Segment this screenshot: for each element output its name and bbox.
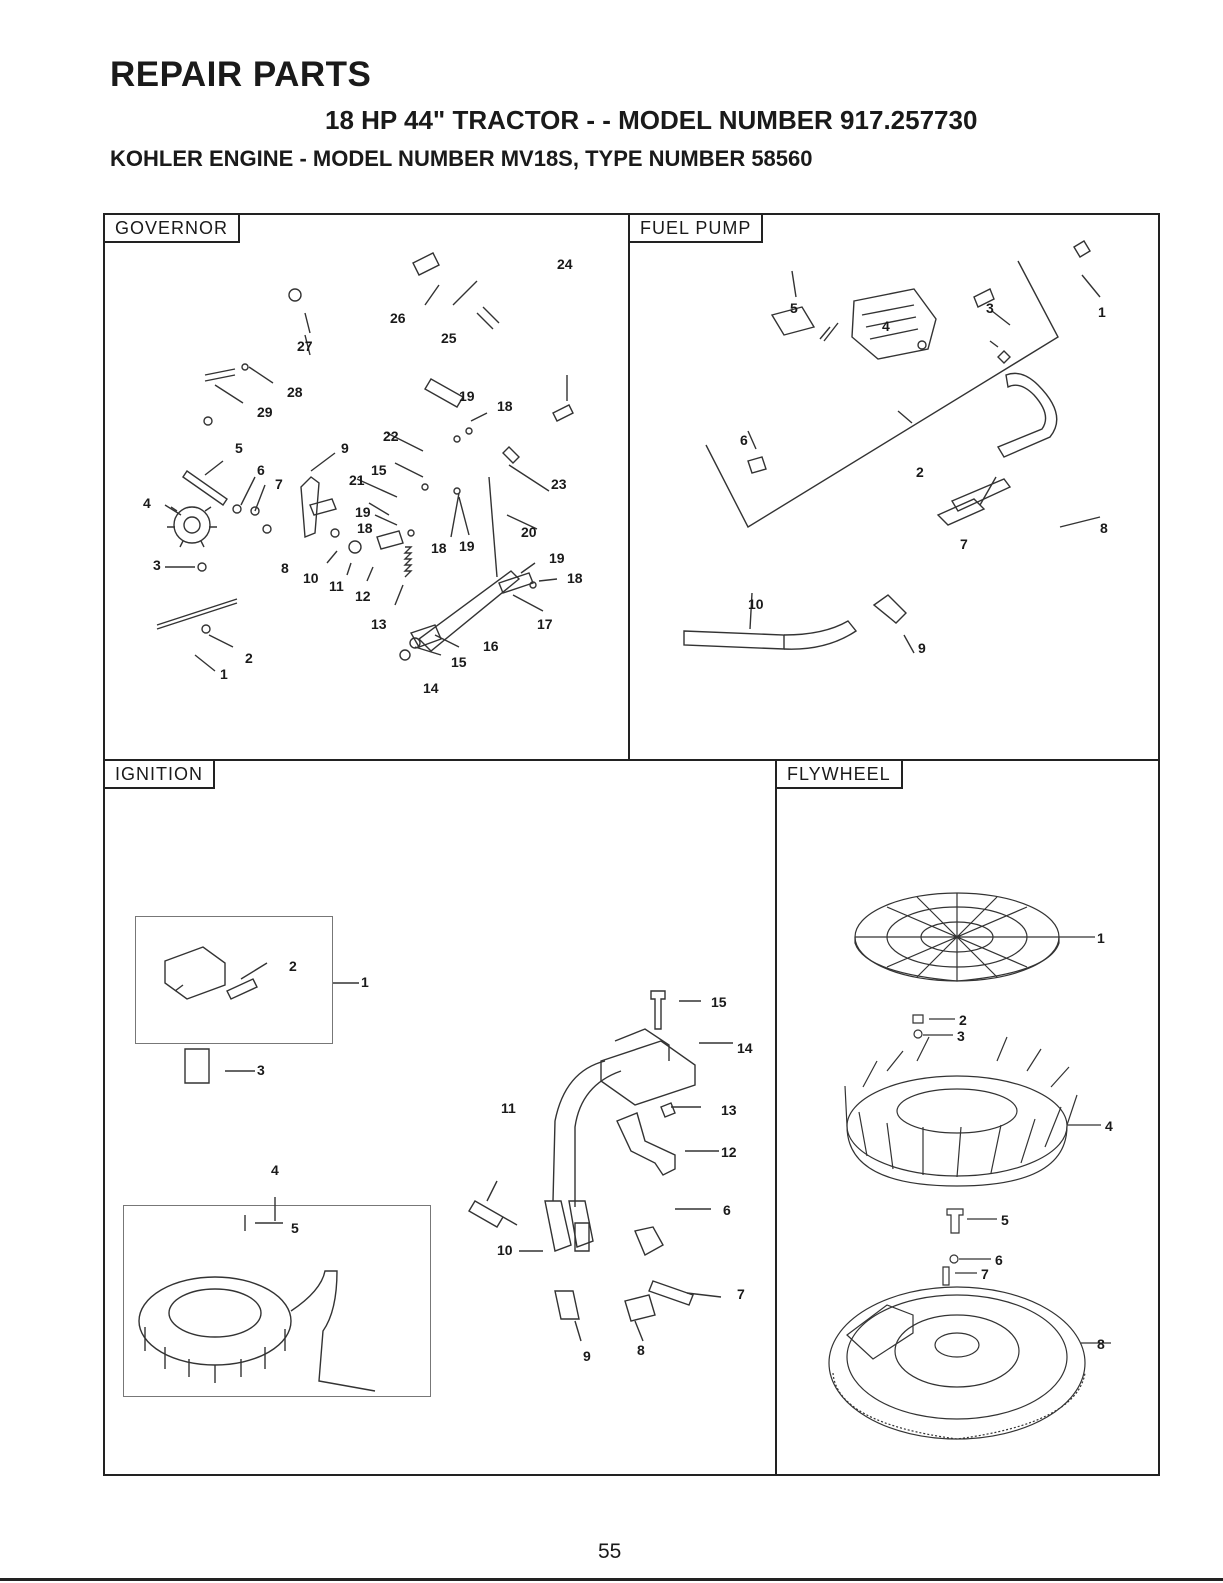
callout-8: 8 bbox=[637, 1342, 645, 1358]
callout-2: 2 bbox=[916, 464, 924, 480]
callout-4: 4 bbox=[1105, 1118, 1113, 1134]
callout-19a: 19 bbox=[459, 388, 475, 404]
callout-23: 23 bbox=[551, 476, 567, 492]
fuel-pump-diagram bbox=[683, 240, 1101, 654]
callout-4: 4 bbox=[882, 318, 890, 334]
callout-9: 9 bbox=[583, 1348, 591, 1364]
ignition-diagram bbox=[138, 946, 733, 1392]
governor-title: GOVERNOR bbox=[105, 215, 241, 243]
callout-7: 7 bbox=[960, 536, 968, 552]
governor-panel: GOVERNOR bbox=[103, 213, 630, 761]
callout-18d: 18 bbox=[567, 570, 583, 586]
callout-4: 4 bbox=[143, 495, 151, 511]
callout-12: 12 bbox=[355, 588, 371, 604]
callout-14: 14 bbox=[737, 1040, 753, 1056]
callout-5: 5 bbox=[235, 440, 243, 456]
callout-16: 16 bbox=[483, 638, 499, 654]
callout-12: 12 bbox=[721, 1144, 737, 1160]
callout-26: 26 bbox=[390, 310, 406, 326]
callout-11: 11 bbox=[501, 1100, 516, 1116]
callout-1: 1 bbox=[1097, 930, 1105, 946]
callout-19b: 19 bbox=[355, 504, 371, 520]
callout-1: 1 bbox=[220, 666, 228, 682]
callout-1: 1 bbox=[1098, 304, 1106, 320]
ignition-module-kit-box bbox=[135, 916, 333, 1044]
callout-24: 24 bbox=[557, 256, 573, 272]
flywheel-diagram bbox=[828, 892, 1111, 1440]
page-number: 55 bbox=[598, 1540, 622, 1563]
callout-13: 13 bbox=[721, 1102, 737, 1118]
flywheel-title: FLYWHEEL bbox=[777, 761, 903, 789]
callout-9: 9 bbox=[341, 440, 349, 456]
callout-7: 7 bbox=[275, 476, 283, 492]
flywheel-panel: FLYWHEEL bbox=[775, 759, 1160, 1476]
callout-15: 15 bbox=[711, 994, 727, 1010]
callout-6: 6 bbox=[995, 1252, 1003, 1268]
callout-21: 21 bbox=[349, 472, 365, 488]
callout-17: 17 bbox=[537, 616, 553, 632]
ignition-title: IGNITION bbox=[105, 761, 215, 789]
callout-18b: 18 bbox=[357, 520, 373, 536]
callout-1: 1 bbox=[361, 974, 369, 990]
callout-15a: 15 bbox=[371, 462, 387, 478]
fuel-pump-title: FUEL PUMP bbox=[630, 215, 764, 243]
callout-3: 3 bbox=[986, 300, 994, 316]
callout-22: 22 bbox=[383, 428, 399, 444]
callout-18c: 18 bbox=[431, 540, 447, 556]
callout-29: 29 bbox=[257, 404, 273, 420]
callout-8: 8 bbox=[1097, 1336, 1105, 1352]
callout-7: 7 bbox=[981, 1266, 989, 1282]
callout-25: 25 bbox=[441, 330, 457, 346]
callout-3: 3 bbox=[257, 1062, 265, 1078]
callout-27: 27 bbox=[297, 338, 313, 354]
callout-2: 2 bbox=[245, 650, 253, 666]
engine-line: KOHLER ENGINE - MODEL NUMBER MV18S, TYPE… bbox=[110, 146, 813, 171]
fuel-pump-panel: FUEL PUMP 1 2 3 4 5 6 7 8 9 10 bbox=[628, 213, 1160, 761]
callout-8: 8 bbox=[281, 560, 289, 576]
callout-15b: 15 bbox=[451, 654, 467, 670]
callout-10: 10 bbox=[497, 1242, 513, 1258]
ignition-panel: IGNITION bbox=[103, 759, 777, 1476]
callout-3: 3 bbox=[957, 1028, 965, 1044]
callout-18a: 18 bbox=[497, 398, 513, 414]
stator-kit-box bbox=[123, 1205, 431, 1397]
callout-11: 11 bbox=[329, 578, 344, 594]
callout-13: 13 bbox=[371, 616, 387, 632]
callout-4: 4 bbox=[271, 1162, 279, 1178]
callout-9: 9 bbox=[918, 640, 926, 656]
callout-5: 5 bbox=[790, 300, 798, 316]
callout-2: 2 bbox=[289, 958, 297, 974]
callout-8: 8 bbox=[1100, 520, 1108, 536]
callout-3: 3 bbox=[153, 557, 161, 573]
callout-6: 6 bbox=[740, 432, 748, 448]
governor-diagram bbox=[156, 252, 574, 672]
callout-10: 10 bbox=[303, 570, 319, 586]
callout-10: 10 bbox=[748, 596, 764, 612]
page-title: REPAIR PARTS bbox=[110, 55, 372, 94]
callout-2: 2 bbox=[959, 1012, 967, 1028]
bottom-rule bbox=[0, 1578, 1223, 1581]
callout-19d: 19 bbox=[549, 550, 565, 566]
callout-19c: 19 bbox=[459, 538, 475, 554]
callout-5: 5 bbox=[291, 1220, 299, 1236]
callout-14: 14 bbox=[423, 680, 439, 696]
callout-6: 6 bbox=[723, 1202, 731, 1218]
callout-6: 6 bbox=[257, 462, 265, 478]
callout-7: 7 bbox=[737, 1286, 745, 1302]
callout-20: 20 bbox=[521, 524, 537, 540]
callout-5: 5 bbox=[1001, 1212, 1009, 1228]
callout-28: 28 bbox=[287, 384, 303, 400]
page-subtitle: 18 HP 44" TRACTOR - - MODEL NUMBER 917.2… bbox=[325, 105, 978, 135]
